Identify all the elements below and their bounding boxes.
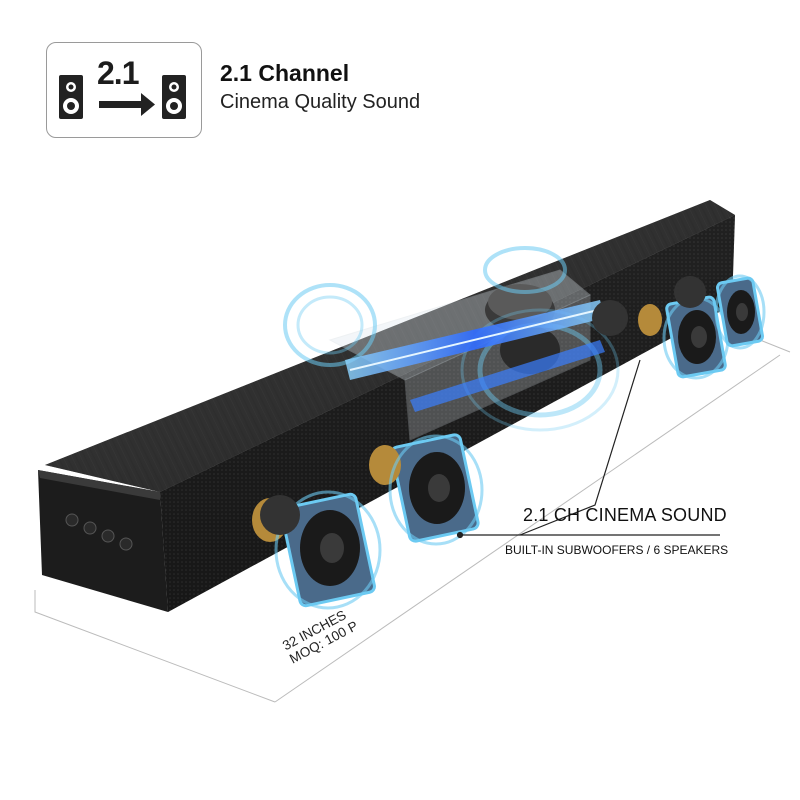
callout-subtitle: BUILT-IN SUBWOOFERS / 6 SPEAKERS bbox=[505, 543, 729, 557]
feature-badge: 2.1 bbox=[46, 42, 202, 138]
speaker-icon bbox=[162, 75, 186, 119]
feature-subtitle: Cinema Quality Sound bbox=[220, 91, 421, 113]
speaker-icon bbox=[59, 75, 83, 119]
badge-number: 2.1 bbox=[97, 55, 139, 91]
speaker-drivers bbox=[252, 274, 766, 610]
badge-graphic bbox=[59, 75, 186, 119]
callout-title: 2.1 CH CINEMA SOUND bbox=[523, 505, 727, 525]
feature-title: 2.1 Channel bbox=[220, 60, 350, 86]
sound-beam bbox=[345, 300, 605, 412]
dimension-lines bbox=[34, 339, 791, 703]
control-buttons bbox=[65, 513, 133, 551]
arrow-right-icon bbox=[99, 93, 155, 116]
callout-line bbox=[456, 359, 720, 539]
